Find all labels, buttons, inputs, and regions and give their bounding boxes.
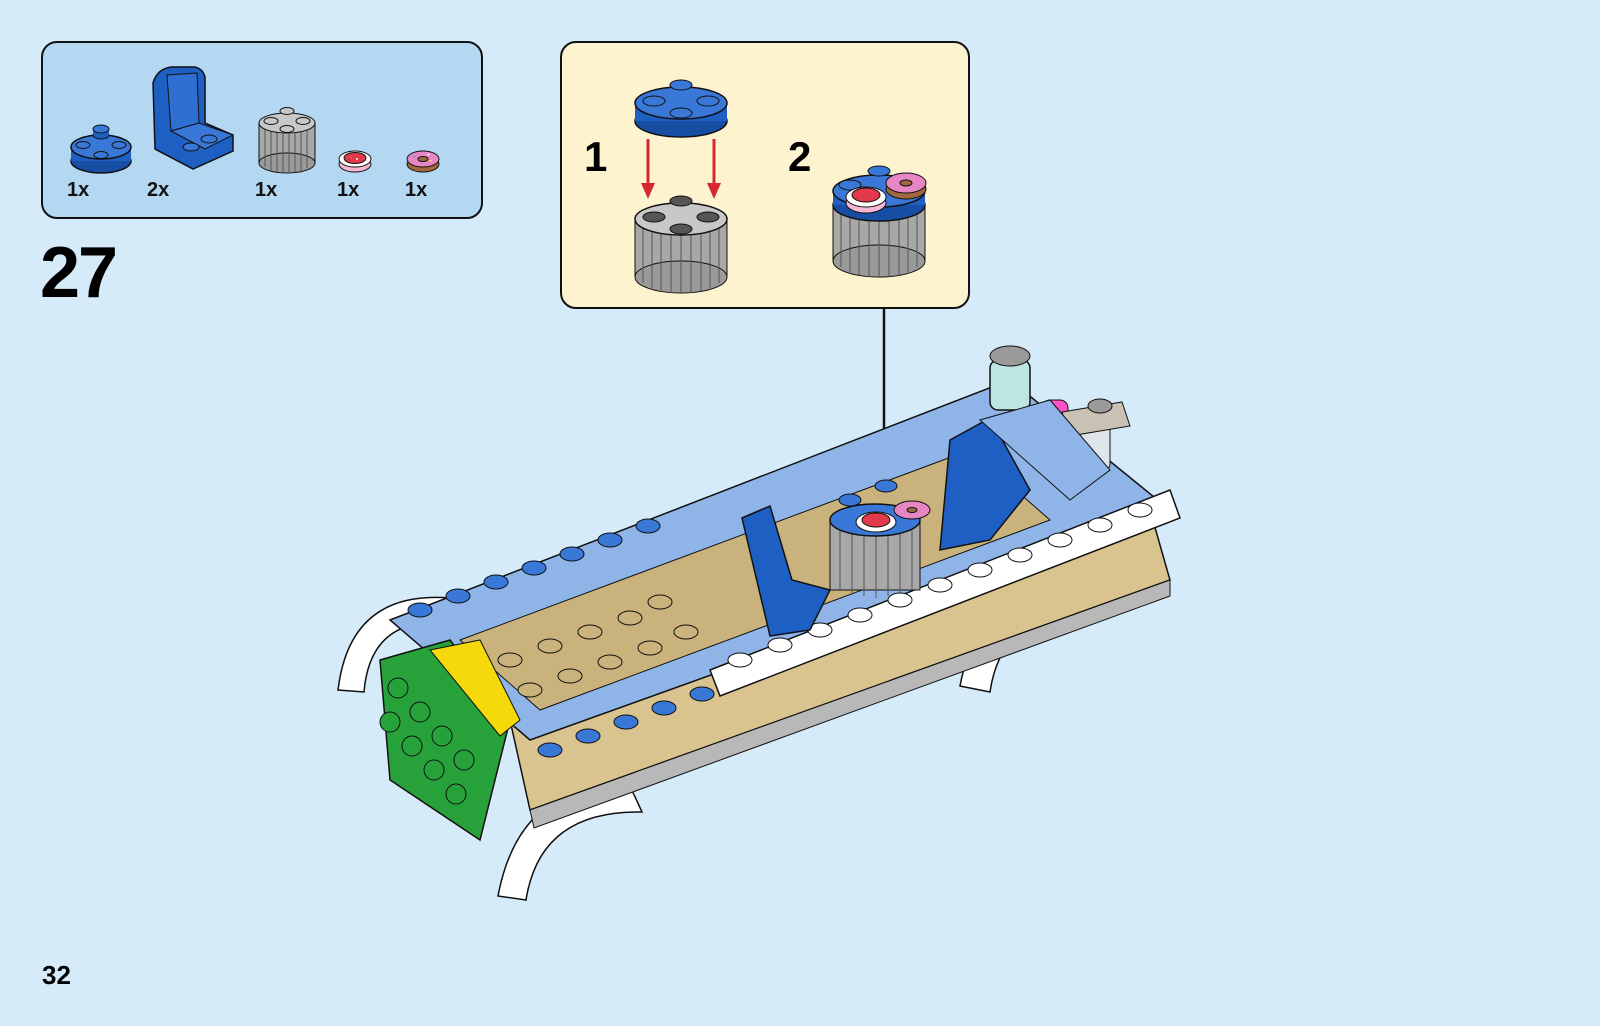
rear-jar [990,360,1030,410]
main-model-illustration [330,340,1210,910]
page-number: 32 [42,960,71,991]
